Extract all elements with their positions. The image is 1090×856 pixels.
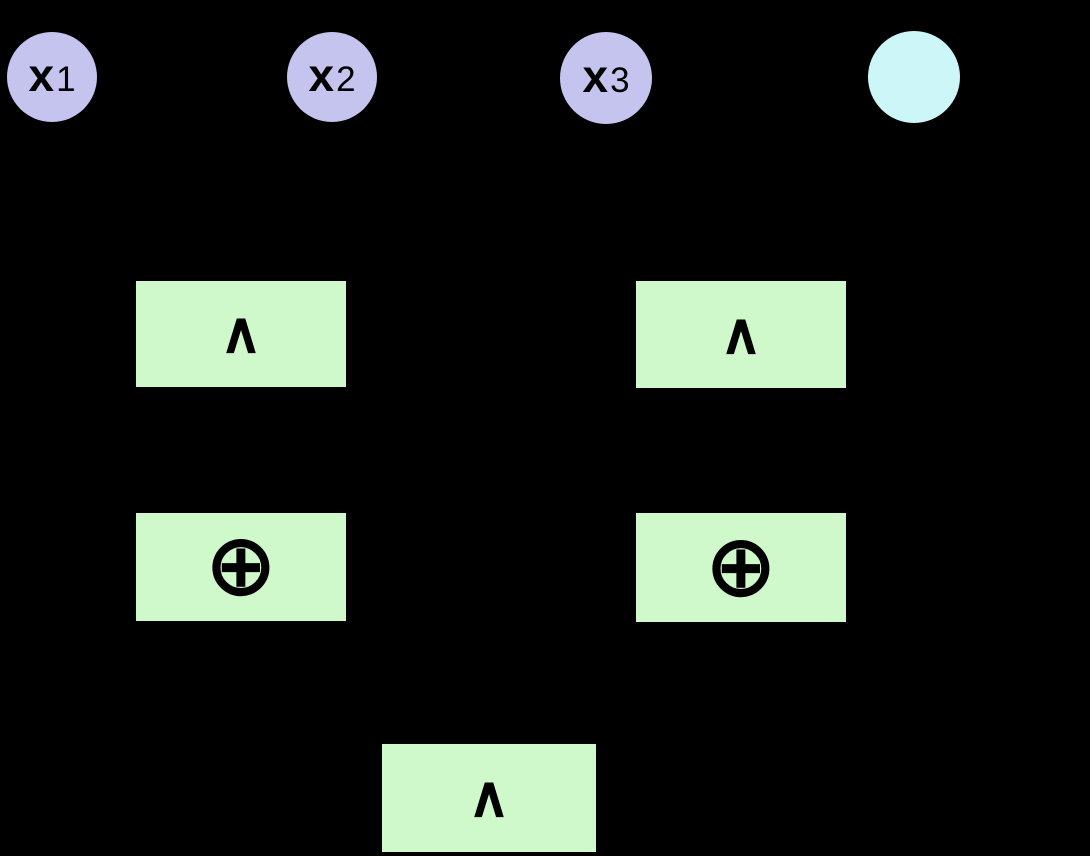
input-node-x2: x 2	[287, 32, 377, 122]
xor-gate-right: ⊕	[636, 513, 846, 622]
input-node-x1: x 1	[7, 32, 97, 122]
and-gate-bottom: ∧	[382, 744, 596, 852]
input-node-x3-base: x	[582, 50, 609, 102]
and-icon: ∧	[467, 765, 510, 830]
xor-gate-left: ⊕	[136, 513, 346, 621]
input-node-x3-subscript: 3	[610, 61, 630, 100]
and-icon: ∧	[719, 301, 762, 367]
and-gate-top-right: ∧	[636, 281, 846, 388]
and-gate-top-left: ∧	[136, 281, 346, 387]
constant-node	[868, 31, 960, 123]
input-node-x2-subscript: 2	[336, 60, 356, 99]
input-node-x3-label: x 3	[582, 53, 629, 99]
input-node-x3: x 3	[560, 32, 652, 124]
input-node-x1-label: x 1	[28, 52, 75, 98]
input-node-x1-subscript: 1	[56, 60, 76, 99]
input-node-x2-label: x 2	[308, 52, 355, 98]
xor-icon: ⊕	[705, 516, 777, 615]
and-icon: ∧	[219, 301, 262, 366]
input-node-x2-base: x	[308, 49, 335, 101]
input-node-x1-base: x	[28, 49, 55, 101]
xor-icon: ⊕	[205, 516, 277, 614]
